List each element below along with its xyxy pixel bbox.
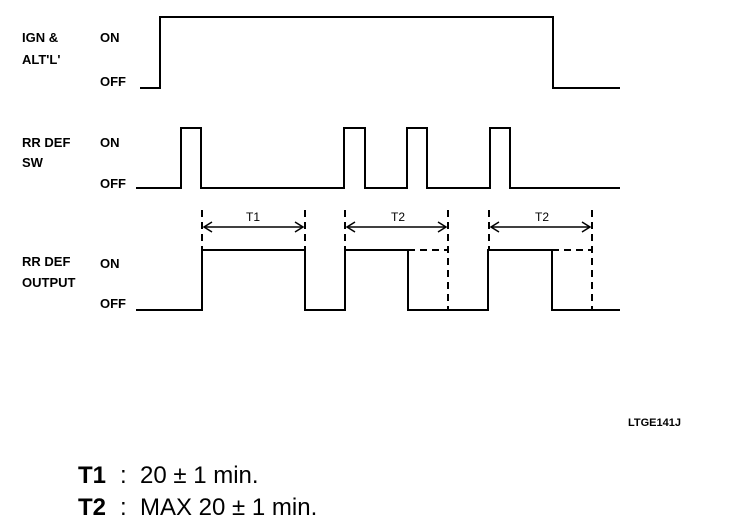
- sw-off-label: OFF: [100, 176, 126, 191]
- note-t2: T2: MAX 20 ± 1 min.: [78, 492, 317, 524]
- sw-label-line1: RR DEF: [22, 135, 70, 150]
- note-t2-sep: :: [120, 494, 127, 521]
- note-t2-key: T2: [78, 494, 107, 521]
- out-off-label: OFF: [100, 296, 126, 311]
- note-t1-value: 20 ± 1 min.: [140, 462, 259, 489]
- note-t1-sep: :: [120, 462, 127, 489]
- interval-t2a-arrow: [345, 221, 448, 233]
- interval-t2b-label: T2: [535, 210, 549, 224]
- sw-on-label: ON: [100, 135, 120, 150]
- out-waveform: [136, 249, 620, 311]
- ign-off-label: OFF: [100, 74, 126, 89]
- note-t2-value: MAX 20 ± 1 min.: [140, 494, 318, 521]
- timing-notes: T1:20 ± 1 min. T2: MAX 20 ± 1 min.: [78, 460, 317, 524]
- sw-label-line2: SW: [22, 155, 44, 170]
- interval-t1-label: T1: [246, 210, 260, 224]
- interval-t1-arrow: [202, 221, 305, 233]
- interval-t2a-label: T2: [391, 210, 405, 224]
- note-t1-key: T1: [78, 462, 107, 489]
- ign-label-line1: IGN &: [22, 30, 58, 45]
- ign-waveform: [140, 16, 620, 89]
- out-label-line2: OUTPUT: [22, 275, 76, 290]
- figure-code: LTGE141J: [628, 417, 681, 429]
- out-label-line1: RR DEF: [22, 254, 70, 269]
- out-on-label: ON: [100, 256, 120, 271]
- ign-label-line2: ALT'L': [22, 52, 60, 67]
- sw-waveform: [136, 127, 620, 189]
- note-t1: T1:20 ± 1 min.: [78, 460, 317, 492]
- interval-t2b-arrow: [489, 221, 592, 233]
- ign-on-label: ON: [100, 30, 120, 45]
- out-max-dash-1: [408, 249, 449, 310]
- out-max-dash-2: [552, 249, 593, 310]
